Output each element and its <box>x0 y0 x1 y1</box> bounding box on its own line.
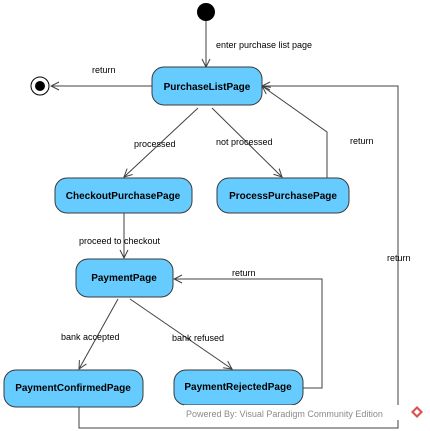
state-process-purchase: ProcessPurchasePage <box>216 177 350 214</box>
state-label: PaymentConfirmedPage <box>15 383 131 394</box>
watermark-text: Powered By: Visual Paradigm Community Ed… <box>186 409 383 419</box>
state-label: CheckoutPurchasePage <box>66 191 181 202</box>
edge-return-from-rejected <box>174 279 323 389</box>
label-processed: processed <box>134 139 176 149</box>
label-return-to-final: return <box>92 65 116 75</box>
edge-return-from-process <box>262 86 328 178</box>
visual-paradigm-logo-icon <box>411 406 423 418</box>
label-return-from-process: return <box>350 136 374 146</box>
label-bank-accepted: bank accepted <box>61 332 120 342</box>
label-enter: enter purchase list page <box>216 40 312 50</box>
label-bank-refused: bank refused <box>172 333 224 343</box>
state-purchase-list: PurchaseListPage <box>151 66 263 106</box>
initial-state <box>197 3 215 21</box>
state-payment-rejected: PaymentRejectedPage <box>173 369 304 406</box>
label-return-from-rejected: return <box>232 268 256 278</box>
watermark-background <box>184 405 410 420</box>
edge-bank-refused <box>129 298 232 369</box>
state-label: PaymentRejectedPage <box>184 382 292 393</box>
state-label: PaymentPage <box>91 273 157 284</box>
label-return-from-confirmed: return <box>387 253 411 263</box>
edge-bank-accepted <box>79 298 119 369</box>
state-payment: PaymentPage <box>75 258 174 298</box>
label-not-processed: not processed <box>216 137 273 147</box>
state-checkout-purchase: CheckoutPurchasePage <box>54 177 193 214</box>
label-proceed-to-checkout: proceed to checkout <box>79 236 161 246</box>
edge-processed <box>124 107 199 177</box>
state-label: ProcessPurchasePage <box>229 191 337 202</box>
state-label: PurchaseListPage <box>164 82 251 93</box>
state-payment-confirmed: PaymentConfirmedPage <box>3 369 144 408</box>
final-state <box>30 76 50 96</box>
edge-return-from-confirmed <box>78 86 399 429</box>
edge-not-processed <box>211 107 282 177</box>
